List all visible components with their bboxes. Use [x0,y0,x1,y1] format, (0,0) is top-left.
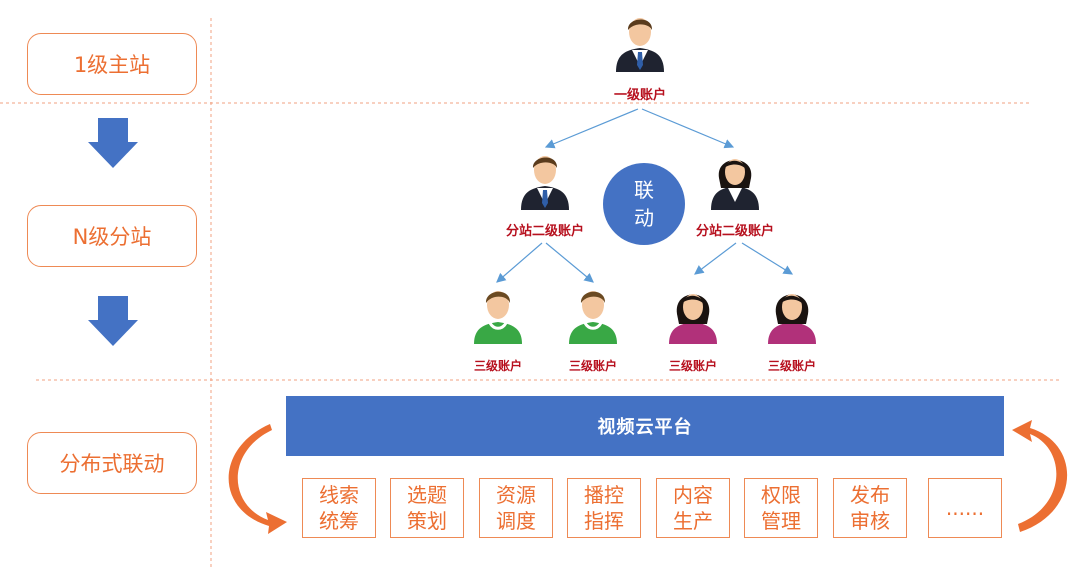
connector [545,242,594,283]
stage-sub-site: N级分站 [27,205,197,267]
female-avatar-icon [711,159,759,210]
linkage-circle-label: 联 动 [634,178,654,230]
function-label: 选题策划 [407,483,447,533]
female-avatar-icon [768,294,816,344]
function-box: 权限管理 [744,478,818,538]
male-avatar-icon [521,156,569,210]
account-label-level3: 三级账户 [473,359,523,373]
account-label-level3: 三级账户 [568,359,618,373]
male-avatar-icon [569,291,617,344]
account-label-level2-right: 分站二级账户 [695,224,775,239]
function-box: 线索统筹 [302,478,376,538]
stage-sub-site-label: N级分站 [72,225,152,249]
account-label-level2-left: 分站二级账户 [505,224,585,239]
curved-arrow-icon [1012,420,1068,532]
account-label-level3: 三级账户 [668,359,718,373]
platform-label: 视频云平台 [597,417,693,438]
male-avatar-icon [616,18,664,72]
function-box: 发布审核 [833,478,907,538]
female-avatar-icon [669,294,717,344]
male-avatar-icon [474,291,522,344]
account-label-level3: 三级账户 [767,359,817,373]
account-label-level1: 一级账户 [613,88,667,103]
function-label: 权限管理 [761,483,801,533]
function-box: 播控指挥 [567,478,641,538]
function-label: 发布审核 [850,483,890,533]
connector [741,242,794,275]
linkage-circle: 联 动 [603,163,685,245]
stage-main-site: 1级主站 [27,33,197,95]
function-label: 资源调度 [496,483,536,533]
function-box-more: ...... [928,478,1002,538]
function-label: 内容生产 [673,483,713,533]
arrow-down-icon [88,296,138,346]
arrow-down-icon [88,118,138,168]
function-box: 选题策划 [390,478,464,538]
function-label: 播控指挥 [584,483,624,533]
function-box: 资源调度 [479,478,553,538]
connector [544,108,639,149]
platform-bar: 视频云平台 [286,396,1004,456]
connector [496,242,543,283]
stage-linkage-label: 分布式联动 [59,452,165,476]
stage-linkage: 分布式联动 [27,432,197,494]
stage-main-site-label: 1级主站 [73,53,151,77]
function-box: 内容生产 [656,478,730,538]
connector [641,108,735,149]
connector [694,242,737,275]
curved-arrow-icon [228,424,287,534]
function-label: ...... [945,496,985,520]
function-label: 线索统筹 [319,483,359,533]
